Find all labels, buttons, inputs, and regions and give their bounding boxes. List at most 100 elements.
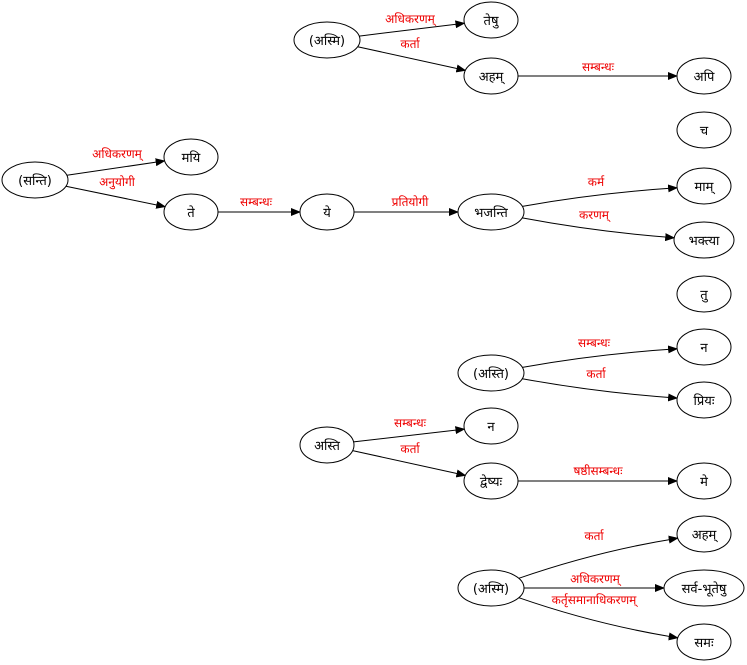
node-label: अहम् xyxy=(479,70,506,85)
node-label: (अस्मि) xyxy=(309,33,345,49)
edge-n_santi-to-n_mayi: अधिकरणम् xyxy=(66,147,166,176)
edge-n_asmi2-to-n_samah: कर्तृसमानाधिकरणम् xyxy=(518,593,679,641)
node-shape xyxy=(673,221,735,259)
node-shape xyxy=(463,462,519,500)
node-label: तेषु xyxy=(484,13,500,29)
node-shape xyxy=(676,462,732,500)
edge-n_ye-to-n_bhajanti: प्रतियोगी xyxy=(354,195,459,216)
node-santi: (सन्ति) xyxy=(1,161,69,199)
edge-label: अधिकरणम् xyxy=(570,572,622,587)
node-label: भजन्ति xyxy=(474,205,508,221)
node-asmi1: (अस्मि) xyxy=(293,21,361,59)
edge-line xyxy=(522,378,679,402)
node-samah: समः xyxy=(676,623,732,661)
edge-n_bhajanti-to-n_mam: कर्म xyxy=(522,175,679,207)
node-priyah: प्रियः xyxy=(676,381,732,419)
edges-layer: अधिकरणम्कर्तासम्बन्धःअधिकरणम्अनुयोगीसम्ब… xyxy=(65,12,679,641)
node-label: द्वेष्यः xyxy=(480,474,503,490)
edge-n_asti1-to-n_priyah: कर्ता xyxy=(522,367,679,402)
node-label: भक्त्या xyxy=(689,234,720,249)
node-label: न xyxy=(487,420,495,435)
node-label: समः xyxy=(694,636,714,651)
edge-line xyxy=(66,158,166,176)
edge-n_asmi2-to-n_sarva: अधिकरणम् xyxy=(523,572,665,592)
node-teshu: तेषु xyxy=(463,1,519,39)
edge-n_santi-to-n_te: अनुयोगी xyxy=(65,175,167,209)
edge-line xyxy=(359,20,466,37)
edge-line xyxy=(352,450,467,478)
edge-label: अनुयोगी xyxy=(99,175,136,190)
node-label: न xyxy=(700,341,708,356)
edge-line xyxy=(522,217,676,242)
node-bhajanti: भजन्ति xyxy=(457,193,525,231)
node-label: (अस्ति) xyxy=(473,366,509,382)
node-ye: ये xyxy=(299,193,355,231)
edge-label: सम्बन्धः xyxy=(394,416,427,430)
node-na2: न xyxy=(463,407,519,445)
node-label: ये xyxy=(323,205,331,221)
node-label: मयि xyxy=(182,150,201,166)
node-dveshyah: द्वेष्यः xyxy=(463,462,519,500)
edge-line xyxy=(357,46,467,73)
edge-label: अधिकरणम् xyxy=(92,147,144,162)
edge-n_asmi1-to-n_teshu: अधिकरणम् xyxy=(359,12,466,37)
edge-line xyxy=(518,597,679,641)
node-label: माम् xyxy=(695,180,716,195)
node-label: (सन्ति) xyxy=(18,173,52,189)
node-shape xyxy=(676,623,732,661)
edge-label: कर्ता xyxy=(584,529,604,543)
edge-line xyxy=(65,185,167,209)
node-te: ते xyxy=(163,193,219,231)
node-tu: तु xyxy=(676,275,732,313)
edge-label: षष्ठीसम्बन्धः xyxy=(573,464,623,478)
node-asti1: (अस्ति) xyxy=(457,354,525,392)
node-ca: च xyxy=(676,111,732,149)
edge-label: सम्बन्धः xyxy=(240,195,273,209)
edge-line xyxy=(353,426,466,443)
node-mam: माम् xyxy=(676,167,732,205)
edge-label: सम्बन्धः xyxy=(582,60,615,74)
edge-n_aham1-to-n_api: सम्बन्धः xyxy=(518,60,678,80)
node-label: अस्ति xyxy=(314,438,340,454)
node-shape xyxy=(676,275,732,313)
node-shape xyxy=(457,569,525,607)
node-shape xyxy=(457,193,525,231)
edge-n_bhajanti-to-n_bhaktya: करणम् xyxy=(522,208,676,242)
edge-n_asmi2-to-n_aham2: कर्ता xyxy=(518,529,679,579)
node-shape xyxy=(676,111,732,149)
node-bhaktya: भक्त्या xyxy=(673,221,735,259)
node-shape xyxy=(463,1,519,39)
node-shape xyxy=(299,193,355,231)
node-me: मे xyxy=(676,462,732,500)
node-label: तु xyxy=(700,288,708,303)
edge-line xyxy=(518,535,679,579)
node-label: अपि xyxy=(694,69,715,85)
node-shape xyxy=(676,328,732,366)
node-label: (अस्मि) xyxy=(473,581,509,597)
edge-label: कर्ता xyxy=(400,37,420,51)
edge-label: कर्ता xyxy=(400,442,420,456)
node-shape xyxy=(163,193,219,231)
node-na1: न xyxy=(676,328,732,366)
edge-label: सम्बन्धः xyxy=(578,336,611,350)
node-mayi: मयि xyxy=(163,138,219,176)
edge-n_te-to-n_ye: सम्बन्धः xyxy=(218,195,301,216)
node-aham2: अहम् xyxy=(676,515,732,553)
node-shape xyxy=(457,354,525,392)
node-shape xyxy=(663,569,745,607)
edge-label: कर्ता xyxy=(586,367,606,381)
node-shape xyxy=(293,21,361,59)
edge-n_asti1-to-n_na1: सम्बन्धः xyxy=(522,336,679,368)
edge-n_asti2-to-n_na2: सम्बन्धः xyxy=(353,416,466,443)
node-asti2: अस्ति xyxy=(299,426,355,464)
node-api: अपि xyxy=(676,57,732,95)
edge-line xyxy=(522,345,679,368)
node-label: सर्व-भूतेषु xyxy=(682,581,728,597)
node-label: प्रियः xyxy=(694,393,715,409)
edge-label: प्रतियोगी xyxy=(392,195,430,209)
node-sarva: सर्व-भूतेषु xyxy=(663,569,745,607)
node-shape xyxy=(463,57,519,95)
node-label: अहम् xyxy=(692,528,719,543)
